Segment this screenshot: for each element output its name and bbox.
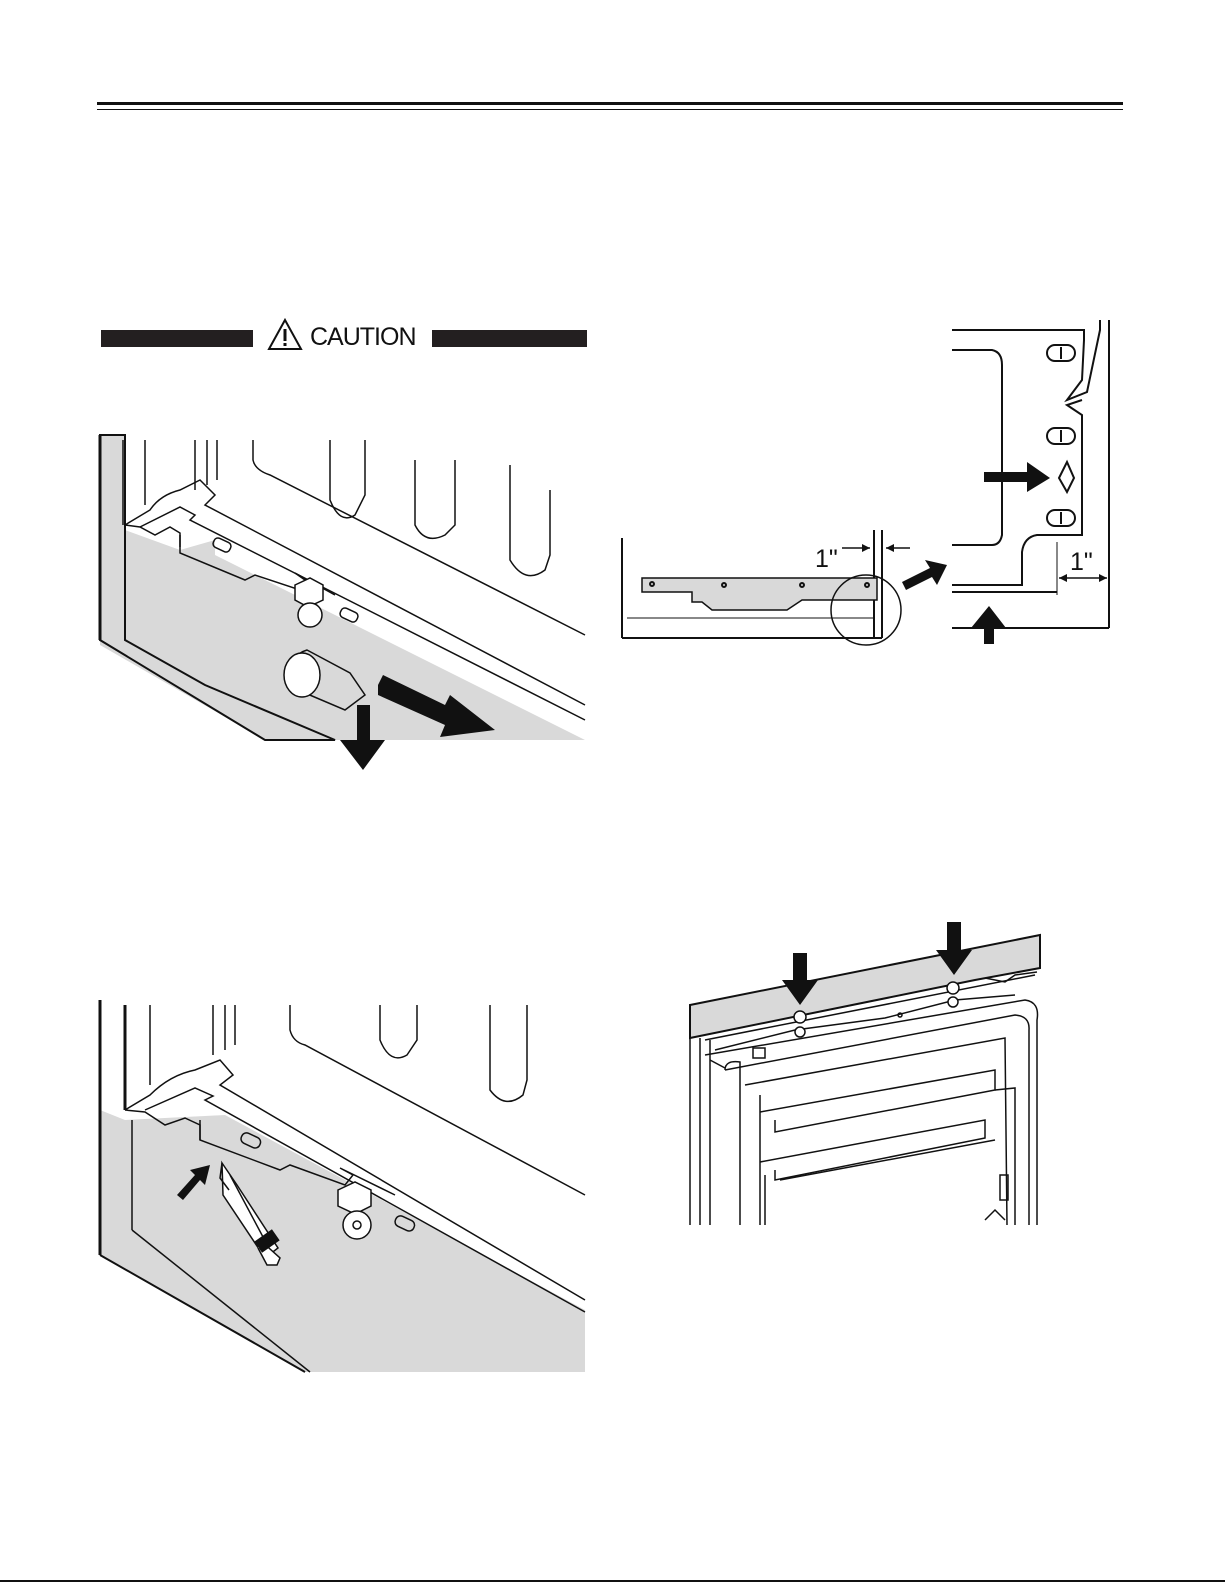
footer-rule — [0, 1580, 1225, 1582]
header-rule-top — [97, 102, 1123, 105]
dimension-right-label: 1" — [1070, 548, 1093, 576]
warning-triangle-icon — [267, 318, 303, 352]
header-rule-bottom — [97, 109, 1123, 110]
figure-leveling-leg-removal — [95, 435, 595, 775]
figure-bracket-alignment: 1" 1" — [612, 320, 1127, 655]
caution-bar-left — [101, 330, 253, 347]
dimension-left-label: 1" — [815, 545, 838, 573]
caution-label: CAUTION — [310, 323, 416, 352]
figure-door-hinge-top — [685, 920, 1050, 1230]
figure-pencil-mark — [95, 1000, 595, 1380]
caution-bar-right — [432, 330, 587, 347]
